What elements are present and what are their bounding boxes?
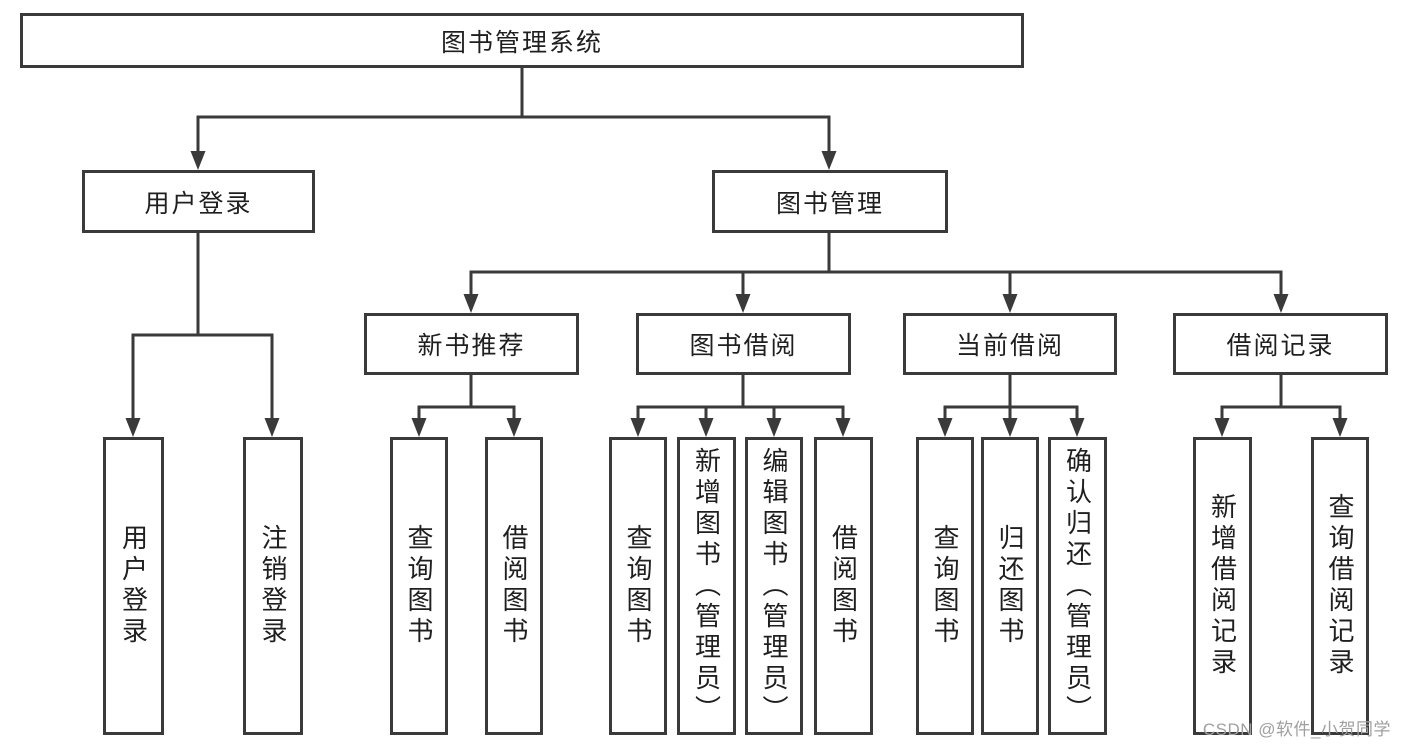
connector-new-book-recommend [417, 375, 516, 421]
arrowhead [821, 151, 837, 170]
leaf-query-borrow-record: 查询借阅记录 [1311, 437, 1369, 735]
arrowhead [766, 418, 782, 437]
node-new-book-recommend: 新书推荐 [364, 313, 579, 375]
node-label: 图书管理系统 [440, 28, 603, 57]
node-current-borrow: 当前借阅 [903, 313, 1117, 375]
arrowhead [698, 418, 714, 437]
connector-root [196, 68, 831, 158]
leaf-label: 用户登录 [118, 524, 149, 648]
connector-borrow-records [1220, 375, 1342, 421]
node-book-management: 图书管理 [712, 170, 948, 233]
connector-arrowheads [125, 151, 1348, 437]
leaf-label: 新增图书（管理员） [691, 446, 722, 726]
leaf-query-books-recommend: 查询图书 [390, 437, 448, 735]
leaf-label: 借阅图书 [828, 524, 859, 648]
connector-user-login [131, 233, 274, 421]
node-book-borrow: 图书借阅 [636, 313, 851, 375]
leaf-label: 归还图书 [995, 524, 1025, 648]
node-label: 用户登录 [144, 189, 253, 218]
connector-book-borrow [636, 375, 845, 421]
node-user-login: 用户登录 [82, 170, 315, 233]
arrowhead [190, 151, 206, 170]
leaf-edit-books-admin: 编辑图书（管理员） [745, 437, 803, 735]
arrowhead [506, 418, 522, 437]
leaf-label: 查询图书 [404, 524, 434, 648]
leaf-confirm-return-admin: 确认归还（管理员） [1048, 437, 1107, 735]
node-label: 借阅记录 [1226, 332, 1335, 360]
arrowhead [735, 294, 751, 313]
node-label: 新书推荐 [417, 332, 526, 360]
arrowhead [463, 294, 479, 313]
node-label: 当前借阅 [955, 332, 1064, 360]
arrowhead [630, 418, 646, 437]
leaf-label: 注销登录 [258, 524, 288, 648]
leaf-label: 新增借阅记录 [1207, 493, 1238, 679]
leaf-borrow-books-recommend: 借阅图书 [485, 437, 543, 735]
arrowhead [1002, 418, 1018, 437]
arrowhead [937, 418, 953, 437]
node-borrow-records: 借阅记录 [1173, 313, 1388, 375]
connector-book-management [469, 233, 1283, 297]
leaf-label: 确认归还（管理员） [1062, 446, 1093, 726]
leaf-label: 编辑图书（管理员） [759, 446, 789, 726]
leaf-query-books-current: 查询图书 [916, 437, 974, 735]
leaf-label: 查询图书 [930, 524, 960, 648]
arrowhead [1069, 418, 1085, 437]
arrowhead [411, 418, 427, 437]
arrowhead [1002, 294, 1018, 313]
arrowhead [264, 418, 280, 437]
leaf-add-borrow-record: 新增借阅记录 [1193, 437, 1252, 735]
arrowhead [1332, 418, 1348, 437]
leaf-label: 查询图书 [623, 524, 653, 648]
leaf-logout-login: 注销登录 [243, 437, 303, 735]
leaf-label: 借阅图书 [499, 524, 529, 648]
leaf-query-books-borrow: 查询图书 [609, 437, 667, 735]
connector-current-borrow [943, 375, 1079, 421]
node-label: 图书借阅 [689, 332, 798, 360]
arrowhead [125, 418, 141, 437]
arrowhead [1273, 294, 1289, 313]
leaf-label: 查询借阅记录 [1325, 493, 1355, 679]
node-root-system: 图书管理系统 [20, 13, 1024, 68]
arrowhead [1214, 418, 1230, 437]
leaf-return-books: 归还图书 [981, 437, 1039, 735]
leaf-add-books-admin: 新增图书（管理员） [677, 437, 736, 735]
arrowhead [835, 418, 851, 437]
leaf-borrow-books-borrow: 借阅图书 [814, 437, 873, 735]
leaf-user-login: 用户登录 [103, 437, 164, 735]
node-label: 图书管理 [775, 189, 884, 218]
